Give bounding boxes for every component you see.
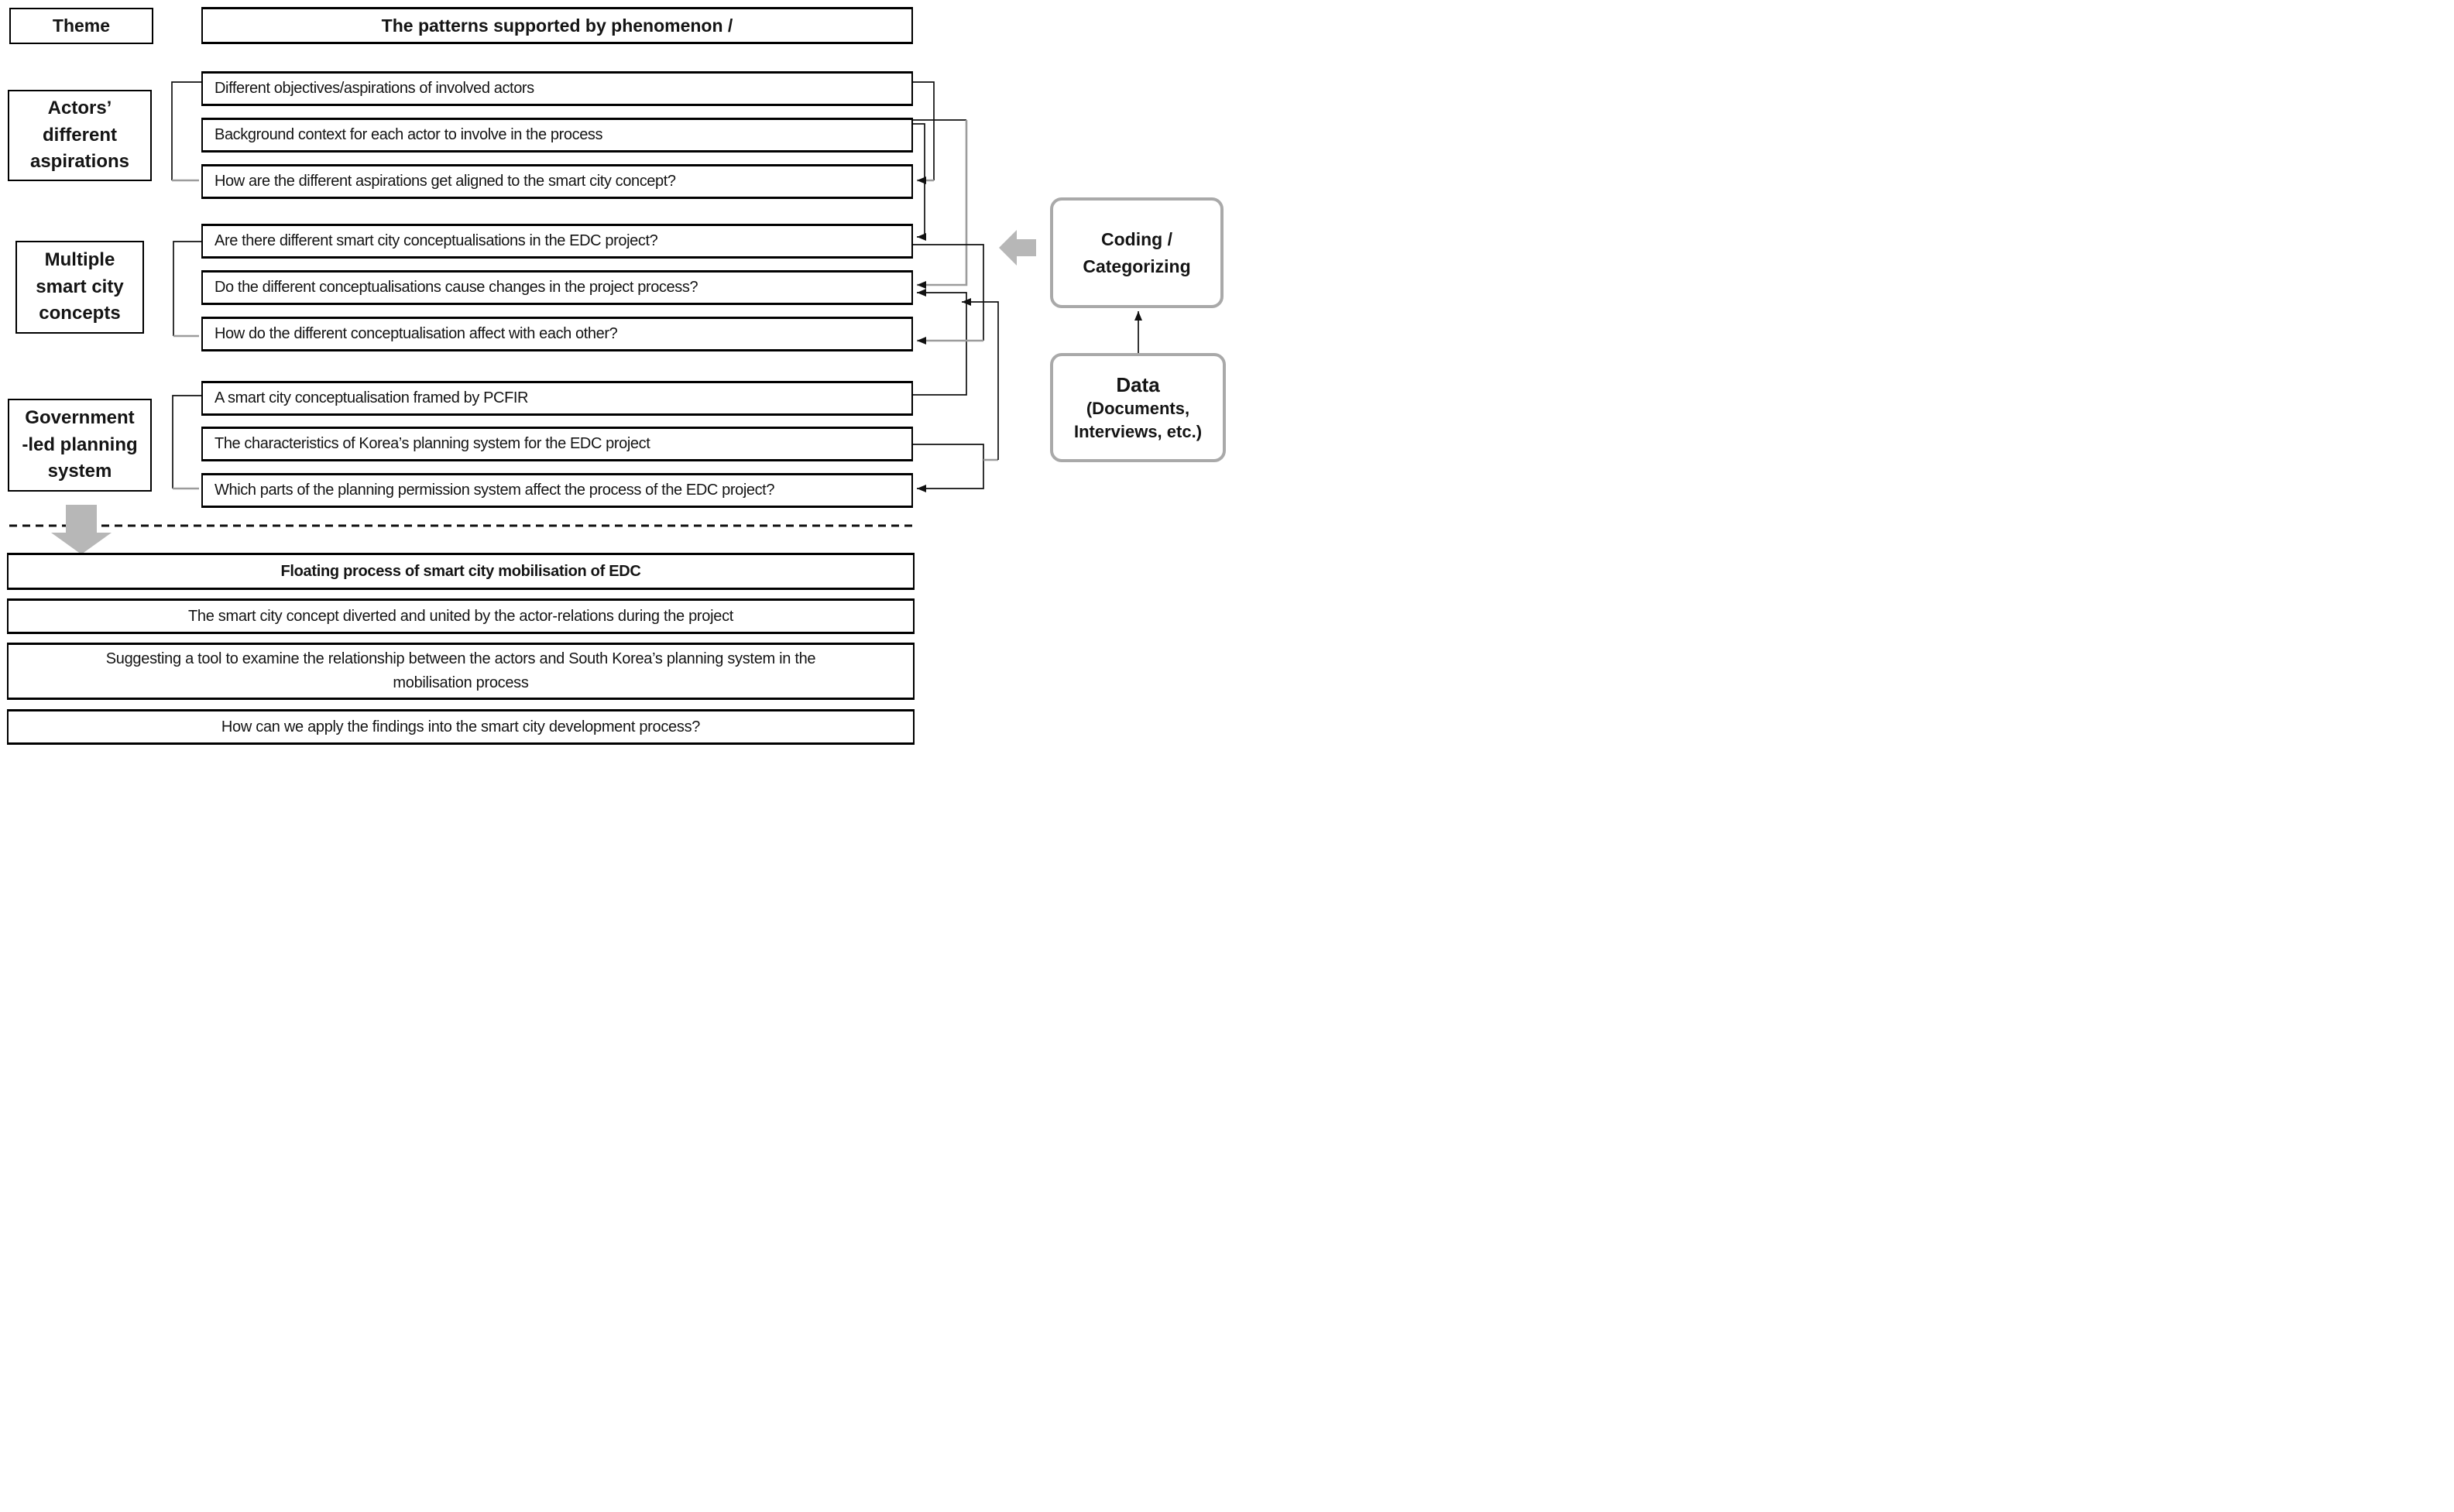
- coding-categorizing-box: Coding / Categorizing: [1050, 197, 1224, 308]
- findings-title-box: Floating process of smart city mobilisat…: [7, 553, 915, 590]
- bracket-group2: [173, 241, 201, 336]
- pattern-box-7: A smart city conceptualisation framed by…: [201, 381, 913, 416]
- coding-categorizing-label: Coding / Categorizing: [1083, 229, 1191, 276]
- connector-box2-to-box5: [917, 120, 968, 289]
- pattern-box-9: Which parts of the planning permission s…: [201, 473, 913, 508]
- theme-box-government-planning: Government -led planning system: [8, 399, 152, 492]
- data-box-title: Data: [1116, 372, 1160, 396]
- pattern-box-1: Different objectives/aspirations of invo…: [201, 71, 913, 106]
- theme-box-actors-aspirations: Actors’ different aspirations: [8, 90, 152, 181]
- pattern-box-4: Are there different smart city conceptua…: [201, 224, 913, 259]
- connector-box7-to-box5: [913, 289, 967, 396]
- connector-box4-to-box6: [913, 244, 984, 341]
- data-box: Data (Documents, Interviews, etc.): [1050, 353, 1226, 462]
- down-block-arrow-icon: [51, 505, 112, 554]
- patterns-column-header: The patterns supported by phenomenon /: [201, 7, 913, 44]
- finding-box-1: The smart city concept diverted and unit…: [7, 598, 915, 634]
- finding-text-3: How can we apply the findings into the s…: [221, 718, 701, 735]
- pattern-box-5: Do the different conceptualisations caus…: [201, 270, 913, 305]
- bracket-group1: [171, 81, 201, 180]
- theme-column-header: Theme: [9, 8, 153, 44]
- findings-title: Floating process of smart city mobilisat…: [280, 562, 641, 580]
- finding-box-2: Suggesting a tool to examine the relatio…: [7, 643, 915, 700]
- bracket-group3: [172, 395, 201, 489]
- finding-text-1: The smart city concept diverted and unit…: [187, 607, 734, 625]
- connector-loopback-arrow: [962, 298, 999, 460]
- connector-box1-to-box3: [913, 81, 935, 180]
- coding-framework-diagram: Theme The patterns supported by phenomen…: [0, 0, 1227, 756]
- theme-box-multiple-concepts: Multiple smart city concepts: [15, 241, 144, 334]
- data-box-subtitle: (Documents, Interviews, etc.): [1073, 399, 1203, 441]
- pattern-box-6: How do the different conceptualisation a…: [201, 317, 913, 351]
- pattern-box-8: The characteristics of Korea’s planning …: [201, 427, 913, 461]
- finding-box-3: How can we apply the findings into the s…: [7, 709, 915, 745]
- finding-text-2: Suggesting a tool to examine the relatio…: [105, 650, 816, 691]
- connector-box8-to-box9: [913, 444, 984, 492]
- left-block-arrow-icon: [999, 230, 1036, 266]
- connector-box2-to-box4: [913, 123, 926, 241]
- pattern-box-3: How are the different aspirations get al…: [201, 164, 913, 199]
- pattern-box-2: Background context for each actor to inv…: [201, 118, 913, 153]
